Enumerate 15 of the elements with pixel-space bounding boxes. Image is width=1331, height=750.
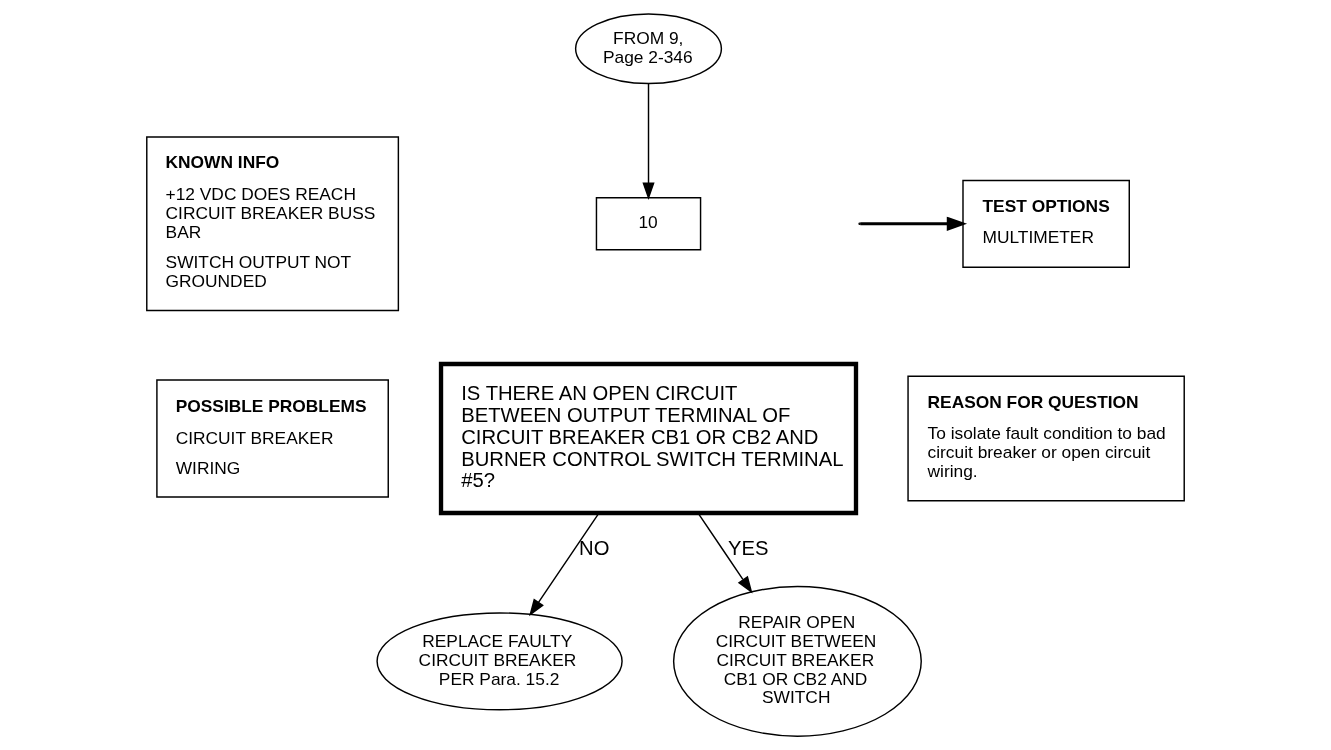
node-ellipse: FROM 9, Page 2-346 (574, 13, 723, 85)
node-box: 10 (595, 197, 702, 251)
node-ellipse: REPLACE FAULTY CIRCUIT BREAKER PER Para. 15.2 (376, 612, 623, 711)
edge-label: YES (728, 537, 769, 560)
node-box: KNOWN INFO +12 VDC DOES REACH CIRCUIT BREAKER BUSS BAR SWITCH OUTPUT NOT GROUNDED (146, 136, 400, 312)
node-box: REASON FOR QUESTION To isolate fault condition to bad circuit breaker or open circuit wiring. (907, 375, 1185, 502)
node-box: IS THERE AN OPEN CIRCUIT BETWEEN OUTPUT TERMINAL OF CIRCUIT BREAKER CB1 OR CB2 AND BURNER CONTROL SWITCH TERMINAL #5? (438, 361, 859, 516)
arrow (860, 216, 968, 231)
arrow (697, 512, 753, 594)
node-box: TEST OPTIONS MULTIMETER (962, 179, 1130, 268)
node-ellipse: REPAIR OPEN CIRCUIT BETWEEN CIRCUIT BREAKER CB1 OR CB2 AND SWITCH (672, 585, 922, 737)
arrow (642, 83, 655, 200)
arrow (529, 512, 600, 617)
node-box: POSSIBLE PROBLEMS CIRCUIT BREAKER WIRING (156, 379, 389, 498)
edge-label: NO (579, 537, 610, 560)
